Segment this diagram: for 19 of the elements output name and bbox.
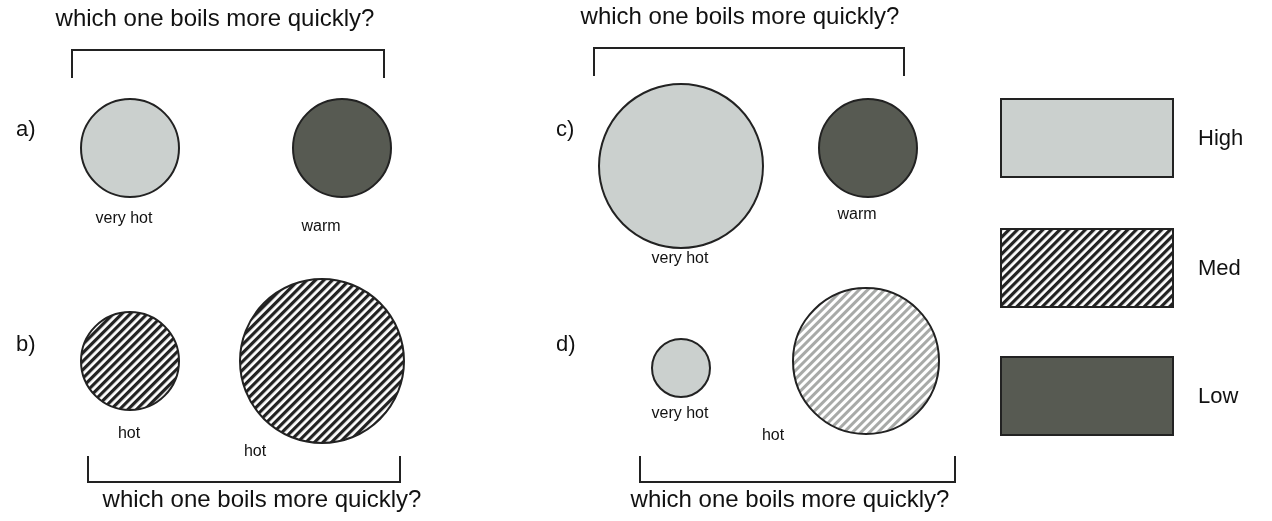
legend-label: Low	[1198, 383, 1239, 409]
node-label: hot	[243, 442, 267, 460]
node-label: hot	[117, 424, 141, 442]
legend-label: High	[1198, 125, 1244, 151]
question-text: which one boils more quickly?	[580, 2, 900, 30]
node-label: warm	[837, 205, 877, 223]
node-label: warm	[301, 217, 341, 235]
question-text: which one boils more quickly?	[55, 4, 375, 32]
node-label: very hot	[651, 404, 709, 422]
question-text: which one boils more quickly?	[630, 485, 950, 513]
legend-label: Med	[1198, 255, 1241, 281]
node-label: very hot	[651, 249, 709, 267]
node-label: hot	[761, 426, 785, 444]
panel-letter: d)	[556, 331, 576, 357]
panel-letter: b)	[16, 331, 36, 357]
question-text: which one boils more quickly?	[102, 485, 422, 513]
panel-letter: c)	[556, 116, 575, 142]
panel-letter: a)	[16, 116, 36, 142]
node-label: very hot	[95, 209, 153, 227]
